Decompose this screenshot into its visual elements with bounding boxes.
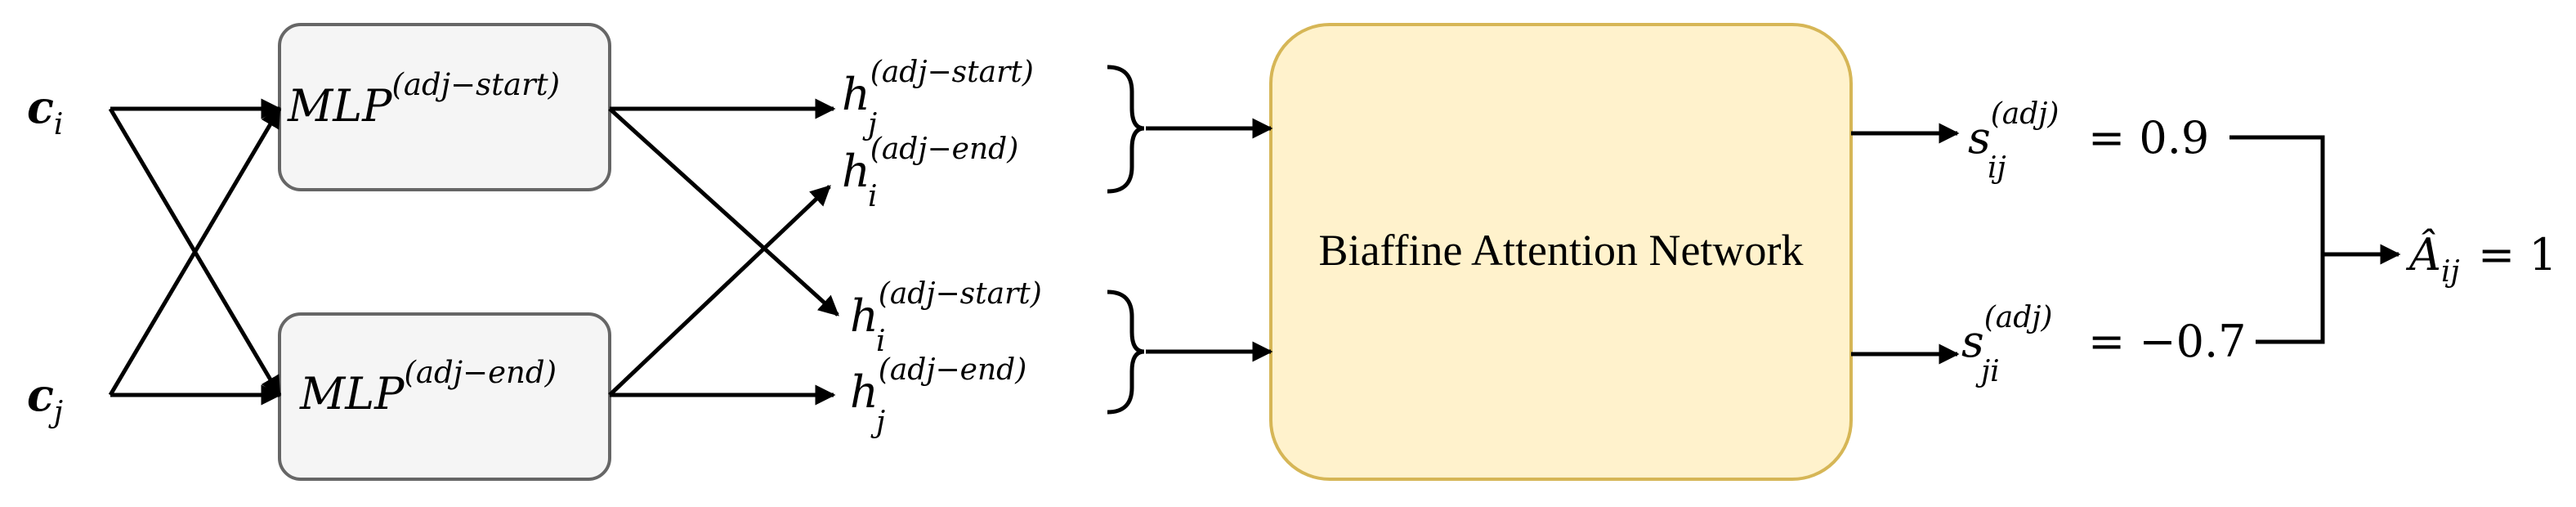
score-s-ij-value: = 0.9 [2088,112,2209,164]
brace-bottom [1107,289,1145,415]
output-a-ij-label: Âij [2405,228,2460,289]
score-s-ij-label: s(adj)ij [1968,97,2059,185]
arrow-cj-to-mlp-start [108,106,282,397]
score-s-ji-value: = −0.7 [2088,316,2247,367]
mlp-start-label: MLP(adj−start) [287,67,560,132]
h-i-end-label: h(adj−end)i [842,132,1018,213]
h-j-end-label: h(adj−end)j [850,353,1026,439]
arrow-mlp-start-to-hi-start [608,107,839,316]
h-i-start-label: h(adj−start)i [850,277,1042,358]
biaffine-box [1269,23,1853,481]
merge-bracket [2229,135,2325,344]
input-c-j: cj [27,369,63,429]
output-a-ij-value: = 1 [2478,229,2557,280]
brace-top [1107,65,1145,194]
input-c-i: ci [27,81,63,141]
arrow-mlp-end-to-hi-end [608,185,831,397]
mlp-end-label: MLP(adj−end) [299,355,557,420]
score-s-ji-label: s(adj)ji [1961,301,2052,388]
h-j-start-label: h(adj−start)j [842,56,1034,141]
biaffine-label: Biaffine Attention Network [1319,226,1804,275]
connectors [108,65,2401,415]
